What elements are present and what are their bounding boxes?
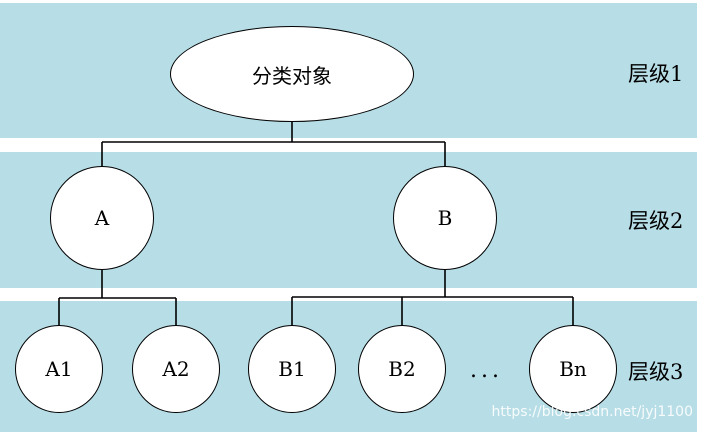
node-b2: B2 <box>358 325 446 413</box>
node-bn: Bn <box>529 325 617 413</box>
level-2-label: 层级2 <box>628 209 684 233</box>
node-b: B <box>393 166 497 270</box>
level-3-label: 层级3 <box>628 360 684 384</box>
node-b1-label: B1 <box>278 357 306 381</box>
watermark: https://blog.csdn.net/jyj1100 <box>491 404 693 420</box>
ellipsis: ... <box>470 358 503 383</box>
node-a2: A2 <box>132 325 220 413</box>
node-a1-label: A1 <box>45 357 73 381</box>
node-b-label: B <box>437 206 453 230</box>
root-node: 分类对象 <box>170 26 414 122</box>
root-label: 分类对象 <box>252 63 332 88</box>
node-a1: A1 <box>15 325 103 413</box>
node-bn-label: Bn <box>559 357 587 381</box>
node-a: A <box>50 166 154 270</box>
node-a-label: A <box>94 206 110 230</box>
node-b1: B1 <box>248 325 336 413</box>
level-1-label: 层级1 <box>628 62 684 86</box>
node-a2-label: A2 <box>162 357 190 381</box>
node-b2-label: B2 <box>388 357 416 381</box>
